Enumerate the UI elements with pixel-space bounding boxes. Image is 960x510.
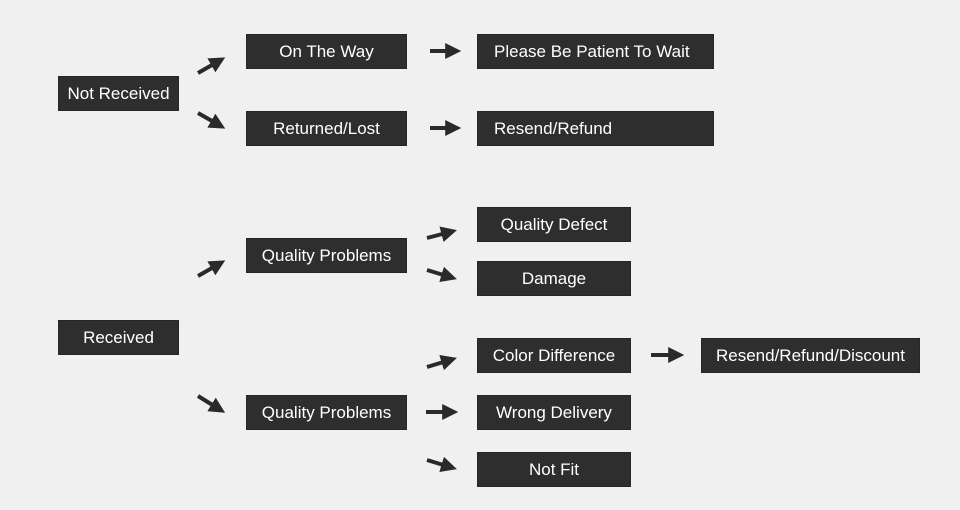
- node-quality-problems-1: Quality Problems: [246, 238, 407, 273]
- node-quality-problems-2: Quality Problems: [246, 395, 407, 430]
- arrow-quality-problems-2-to-not-fit: [426, 456, 457, 473]
- node-not-fit: Not Fit: [477, 452, 631, 487]
- node-resend-refund: Resend/Refund: [477, 111, 714, 146]
- node-please-be-patient-to-wait: Please Be Patient To Wait: [477, 34, 714, 69]
- arrow-not-received-to-returned-lost: [197, 111, 226, 129]
- node-damage: Damage: [477, 261, 631, 296]
- arrow-quality-problems-2-to-color-difference: [426, 354, 457, 371]
- arrow-received-to-quality-problems-1: [197, 260, 226, 278]
- node-received: Received: [58, 320, 179, 355]
- arrow-received-to-quality-problems-2: [196, 394, 226, 413]
- node-not-received: Not Received: [58, 76, 179, 111]
- node-resend-refund-discount: Resend/Refund/Discount: [701, 338, 920, 373]
- node-color-difference: Color Difference: [477, 338, 631, 373]
- arrow-not-received-to-on-the-way: [197, 57, 226, 75]
- arrow-quality-problems-1-to-damage: [426, 266, 457, 283]
- node-quality-defect: Quality Defect: [477, 207, 631, 242]
- node-on-the-way: On The Way: [246, 34, 407, 69]
- node-returned-lost: Returned/Lost: [246, 111, 407, 146]
- node-wrong-delivery: Wrong Delivery: [477, 395, 631, 430]
- arrow-quality-problems-1-to-quality-defect: [426, 226, 457, 242]
